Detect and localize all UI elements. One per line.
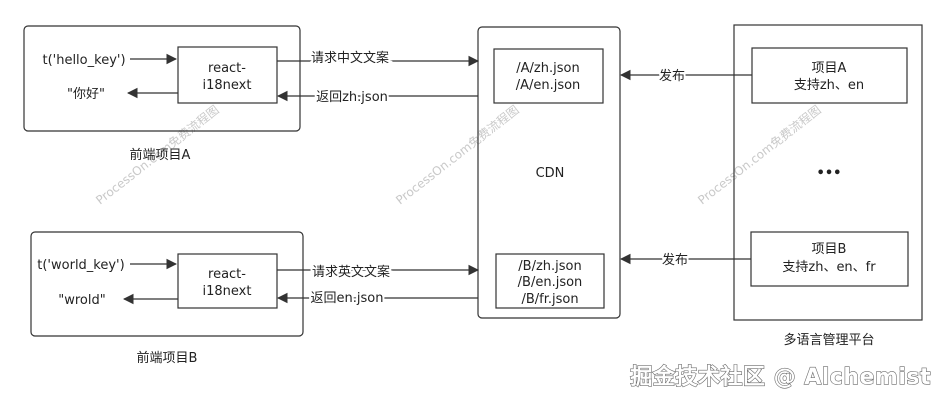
platform-project-b-langs: 支持zh、en、fr: [782, 260, 876, 275]
frontend-a-return-label: 返回zh.json: [316, 90, 388, 105]
frontend-a-call: t('hello_key'): [42, 53, 125, 68]
cdn-file-b-zh: /B/zh.json: [518, 259, 581, 274]
frontend-a-result: "你好": [67, 87, 105, 102]
platform-project-b-box: [750, 231, 909, 287]
cdn-file-b-fr: /B/fr.json: [521, 292, 578, 307]
frontend-project-b: t('world_key') "wrold" react- i18next 前端…: [30, 231, 480, 366]
cdn-files-a-box: [493, 48, 604, 104]
frontend-a-request-label: 请求中文文案: [311, 51, 389, 66]
frontend-b-return-label: 返回en.json: [311, 291, 384, 306]
frontend-a-container: [23, 25, 301, 132]
frontend-a-i18n-line1: react-: [208, 61, 246, 76]
cdn-label: CDN: [536, 166, 565, 181]
frontend-a-i18n-box: [177, 46, 278, 104]
publish-label-a: 发布: [659, 68, 685, 84]
cdn-container: [477, 26, 621, 319]
platform-project-a-langs: 支持zh、en: [794, 78, 864, 93]
platform-project-b-name: 项目B: [812, 242, 847, 257]
i18n-management-platform: 项目A 支持zh、en ••• 项目B 支持zh、en、fr 多语言管理平台 发…: [619, 24, 923, 348]
cdn-file-a-zh: /A/zh.json: [516, 61, 579, 76]
publish-label-b: 发布: [662, 252, 688, 268]
frontend-b-caption: 前端项目B: [137, 350, 198, 366]
frontend-b-i18n-line1: react-: [208, 267, 246, 282]
watermark-layer: ProcessOn.com免费流程图 ProcessOn.com免费流程图 Pr…: [93, 102, 824, 207]
frontend-b-result: "wrold": [58, 293, 105, 308]
platform-ellipsis: •••: [817, 166, 842, 181]
platform-container: [733, 24, 923, 321]
frontend-a-i18n-line2: i18next: [203, 78, 252, 93]
brand-watermark: 掘金技术社区 @ Alchemist: [630, 364, 931, 390]
platform-project-a-box: [751, 47, 908, 104]
frontend-b-i18n-line2: i18next: [203, 284, 252, 299]
cdn-files-b-box: [495, 253, 605, 309]
platform-caption: 多语言管理平台: [783, 332, 874, 348]
frontend-b-container: [30, 231, 304, 337]
frontend-b-i18n-box: [177, 253, 278, 309]
frontend-b-request-label: 请求英文文案: [312, 265, 390, 280]
cdn-file-b-en: /B/en.json: [518, 275, 583, 290]
platform-project-a-name: 项目A: [812, 61, 847, 76]
watermark-text-2: ProcessOn.com免费流程图: [393, 102, 522, 207]
frontend-a-caption: 前端项目A: [130, 147, 191, 163]
watermark-text-3: ProcessOn.com免费流程图: [695, 102, 824, 207]
cdn-file-a-en: /A/en.json: [516, 78, 581, 93]
cdn-node: /A/zh.json /A/en.json CDN /B/zh.json /B/…: [477, 26, 621, 319]
frontend-b-call: t('world_key'): [37, 258, 124, 273]
frontend-project-a: t('hello_key') "你好" react- i18next 前端项目A…: [23, 25, 480, 163]
